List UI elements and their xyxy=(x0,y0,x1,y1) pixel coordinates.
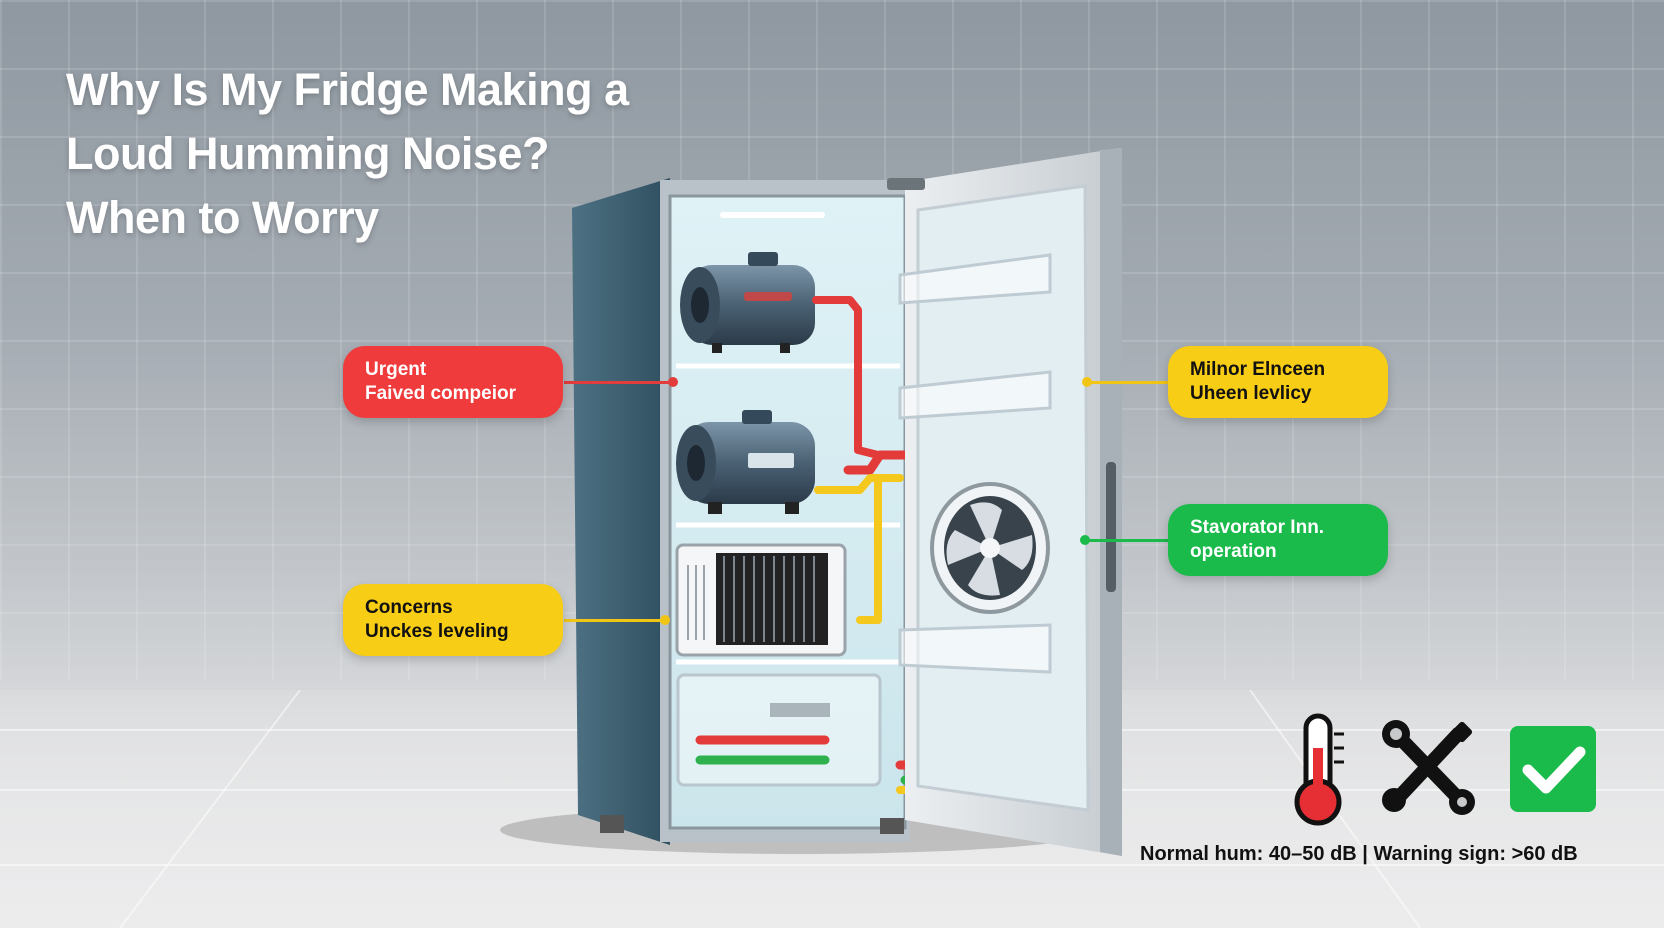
compressor-top-icon xyxy=(680,252,815,353)
door-bins xyxy=(898,253,1052,674)
leader-urgent-dot xyxy=(668,377,678,387)
callout-minor-title: Milnor Elnceen xyxy=(1190,359,1326,380)
callout-concerns: Concerns Unckes leveling xyxy=(343,584,563,656)
page-title: Why Is My Fridge Making a Loud Humming N… xyxy=(66,58,746,250)
title-line-2: Loud Humming Noise? xyxy=(66,128,549,179)
callout-concerns-detail: Unckes leveling xyxy=(365,621,509,642)
leader-evaporator-dot xyxy=(1080,535,1090,545)
leader-evaporator xyxy=(1088,539,1170,542)
leader-urgent xyxy=(564,381,674,384)
callout-minor-detail: Uheen levlicy xyxy=(1190,383,1312,404)
callout-urgent-detail: Faived compeior xyxy=(365,383,516,404)
checkmark-icon xyxy=(1510,726,1596,812)
leader-minor xyxy=(1090,381,1170,384)
wrench-screwdriver-icon xyxy=(1382,720,1475,815)
title-line-1: Why Is My Fridge Making a xyxy=(66,64,629,115)
compressor-middle-icon xyxy=(676,410,815,514)
leader-concerns xyxy=(564,619,664,622)
callout-evaporator-detail: operation xyxy=(1190,541,1277,562)
condenser-coil-icon xyxy=(675,543,847,657)
leader-concerns-dot xyxy=(660,615,670,625)
noise-level-caption: Normal hum: 40–50 dB | Warning sign: >60… xyxy=(1140,843,1578,865)
callout-evaporator: Stavorator Inn. operation xyxy=(1168,504,1388,576)
crisper-drawer xyxy=(676,673,882,787)
title-line-3: When to Worry xyxy=(66,192,379,243)
callout-minor: Milnor Elnceen Uheen levlicy xyxy=(1168,346,1388,418)
callout-concerns-title: Concerns xyxy=(365,597,453,618)
evaporator-fan-icon xyxy=(930,482,1050,614)
callout-urgent: Urgent Faived compeior xyxy=(343,346,563,418)
thermometer-icon xyxy=(1294,713,1344,826)
cabinet-shelves xyxy=(676,363,900,665)
leader-minor-dot xyxy=(1082,377,1092,387)
callout-urgent-title: Urgent xyxy=(365,359,427,380)
callout-evaporator-title: Stavorator Inn. xyxy=(1190,517,1325,538)
